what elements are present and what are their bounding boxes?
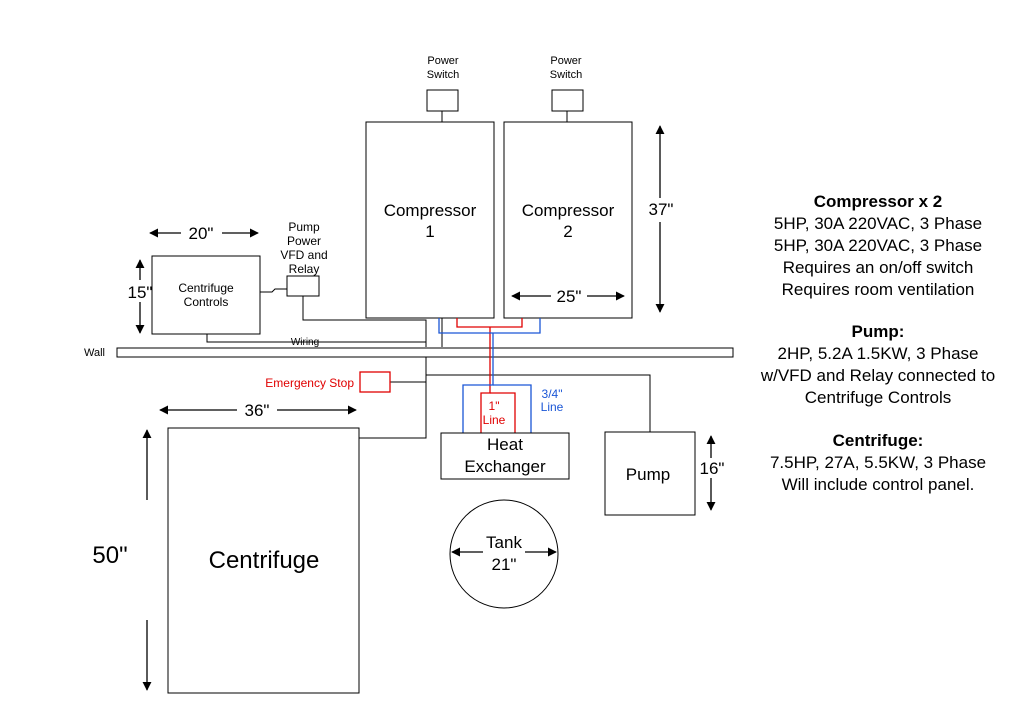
spec-centrifuge-line: Will include control panel. — [782, 475, 975, 494]
pump-power-vfd-box — [286, 275, 320, 297]
pump-power-label-line1: Pump — [288, 220, 320, 234]
power-switch-1-label-line2: Switch — [427, 69, 459, 81]
red-line-label-line2: Line — [483, 413, 506, 427]
spec-compressor-line: 5HP, 30A 220VAC, 3 Phase — [774, 214, 982, 233]
centrifuge-controls-label-line2: Controls — [184, 295, 229, 309]
controls-width-dim: 20" — [189, 224, 214, 243]
blue-line-right — [493, 384, 532, 433]
centrifuge-box — [167, 427, 360, 694]
spec-pump-line: 2HP, 5.2A 1.5KW, 3 Phase — [778, 344, 979, 363]
tank-label: Tank — [486, 533, 522, 552]
blue-line-left — [462, 333, 494, 433]
power-switch-2-label-line2: Switch — [550, 69, 582, 81]
centrifuge-feed-wire — [359, 357, 427, 439]
compressor-2-label-line1: Compressor — [522, 201, 615, 220]
spec-compressor-line: Requires room ventilation — [782, 280, 975, 299]
controls-to-vfd-wire — [260, 288, 287, 293]
red-line-label-line1: 1" — [489, 399, 500, 413]
emergency-stop-box — [359, 371, 391, 393]
compressor-2-box — [503, 121, 633, 319]
specifications-panel: Compressor x 2 5HP, 30A 220VAC, 3 Phase … — [760, 192, 995, 494]
spec-compressor-line: Requires an on/off switch — [783, 258, 974, 277]
blue-line-header — [438, 318, 541, 334]
heat-exchanger-label-line2: Exchanger — [464, 457, 546, 476]
centrifuge-label: Centrifuge — [209, 547, 320, 574]
compressor-2-label-line2: 2 — [563, 222, 572, 241]
centrifuge-controls-label-line1: Centrifuge — [178, 281, 234, 295]
spec-compressor-title: Compressor x 2 — [814, 192, 943, 211]
heat-exchanger-label-line1: Heat — [487, 435, 523, 454]
pump-box — [604, 431, 696, 516]
red-line-header — [456, 318, 523, 328]
wiring-label: Wiring — [291, 337, 319, 348]
spec-compressor-line: 5HP, 30A 220VAC, 3 Phase — [774, 236, 982, 255]
pump-label: Pump — [626, 465, 670, 484]
centrifuge-width-dim: 36" — [245, 401, 270, 420]
compressor-1-label-line1: Compressor — [384, 201, 477, 220]
spec-pump-line: w/VFD and Relay connected to — [760, 366, 995, 385]
pump-power-label-line4: Relay — [289, 262, 320, 276]
spec-pump-line: Centrifuge Controls — [805, 388, 951, 407]
power-switch-2: Power Switch — [550, 55, 584, 122]
centrifuge-height-dim: 50" — [92, 542, 127, 569]
wall — [116, 347, 734, 358]
compressor-1-box — [365, 121, 495, 319]
power-switch-1: Power Switch — [426, 55, 459, 122]
blue-line-label-line1: 3/4" — [542, 387, 563, 401]
compressor-width-dim: 25" — [557, 287, 582, 306]
red-line-right — [490, 392, 516, 433]
vfd-to-wall-wire — [302, 296, 427, 347]
power-switch-2-label-line1: Power — [550, 55, 582, 67]
tank-diameter-dim: 21" — [492, 555, 517, 574]
wall-label: Wall — [84, 347, 105, 359]
centrifuge-controls-box — [151, 255, 261, 335]
emergency-stop-label: Emergency Stop — [265, 376, 354, 390]
pump-power-label-line2: Power — [287, 234, 321, 248]
compressor-1-label-line2: 1 — [425, 222, 434, 241]
controls-wiring-line — [206, 334, 426, 343]
compressor-height-dim: 37" — [649, 200, 674, 219]
pump-height-dim: 16" — [700, 459, 725, 478]
spec-pump-title: Pump: — [852, 322, 905, 341]
spec-centrifuge-title: Centrifuge: — [833, 431, 924, 450]
heat-exchanger-box — [440, 432, 570, 480]
tank-circle — [449, 499, 559, 609]
pump-feed-wire — [426, 374, 651, 432]
power-switch-1-label-line1: Power — [427, 55, 459, 67]
red-line-left — [480, 327, 491, 433]
blue-line-label-line2: Line — [541, 400, 564, 414]
power-switch-2-box — [551, 89, 584, 112]
pump-power-label-line3: VFD and — [280, 248, 327, 262]
spec-centrifuge-line: 7.5HP, 27A, 5.5KW, 3 Phase — [770, 453, 986, 472]
controls-height-dim: 15" — [128, 283, 153, 302]
power-switch-1-box — [426, 89, 459, 112]
